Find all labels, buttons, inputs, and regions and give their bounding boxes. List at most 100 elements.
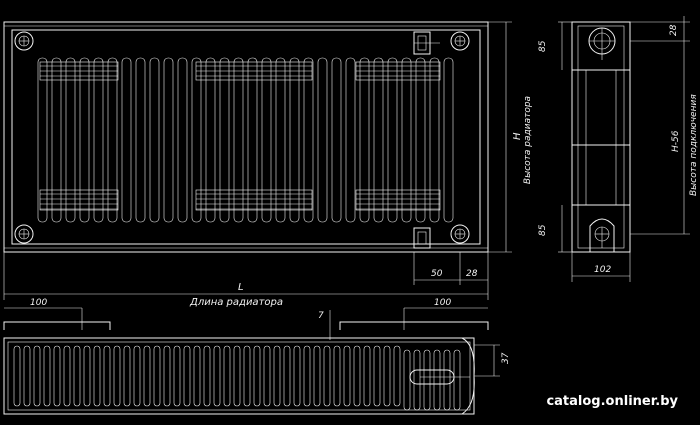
top-fin [423, 349, 431, 411]
front-view: H Высота радиатора 50 28 L [3, 21, 533, 300]
top-fin [213, 345, 221, 407]
side-outline [571, 21, 631, 253]
top-fin [393, 345, 401, 407]
top-connection [409, 337, 475, 415]
top-fin [433, 349, 441, 411]
fin [359, 57, 370, 223]
top-fins [13, 345, 461, 411]
fin [79, 57, 90, 223]
top-fin [93, 345, 101, 407]
top-bracket-left [3, 321, 111, 330]
top-fin [173, 345, 181, 407]
top-outline [3, 337, 475, 415]
top-fin [143, 345, 151, 407]
connection-label: H-56 [671, 130, 681, 152]
side-dim-label: 37 [501, 352, 511, 364]
side-top-dim: 85 [538, 40, 548, 52]
fin [37, 57, 48, 223]
top-fin [443, 349, 451, 411]
top-fin [223, 345, 231, 407]
plug-bottom-right [450, 224, 470, 244]
top-fin [383, 345, 391, 407]
fin [205, 57, 216, 223]
fin [261, 57, 272, 223]
top-fin [413, 349, 421, 411]
top-fin [333, 345, 341, 407]
top-fin [123, 345, 131, 407]
fin [317, 57, 328, 223]
fin [65, 57, 76, 223]
fin [219, 57, 230, 223]
fin [429, 57, 440, 223]
front-outline [3, 21, 489, 253]
fin [93, 57, 104, 223]
grille-block [195, 189, 313, 211]
fin [415, 57, 426, 223]
fin [331, 57, 342, 223]
fin [247, 57, 258, 223]
top-fin [343, 345, 351, 407]
fin [275, 57, 286, 223]
top-fin [193, 345, 201, 407]
fin [135, 57, 146, 223]
height-caption: Высота радиатора [523, 96, 533, 184]
grille-block [355, 189, 441, 211]
fin [289, 57, 300, 223]
top-fin [103, 345, 111, 407]
length-caption: Длина радиатора [189, 297, 283, 308]
top-fin [243, 345, 251, 407]
side-inner [577, 25, 625, 249]
side-top-right-dim: 28 [669, 24, 679, 36]
top-fin [13, 345, 21, 407]
fin [373, 57, 384, 223]
top-fin [403, 349, 411, 411]
depth-label: 102 [594, 265, 611, 275]
top-fin [373, 345, 381, 407]
plug-top-left [14, 31, 34, 51]
top-fin [453, 349, 461, 411]
top-fin [353, 345, 361, 407]
valve-top [413, 31, 440, 55]
height-label: H [512, 132, 523, 140]
front-fins [37, 57, 454, 223]
top-right-offset: 100 [434, 298, 451, 308]
fin [51, 57, 62, 223]
top-fin [303, 345, 311, 407]
offset-right-label: 50 [431, 269, 443, 279]
top-bracket-right [339, 321, 489, 330]
top-fin [153, 345, 161, 407]
top-view: 100 100 Длина радиатора 7 37 [3, 297, 511, 415]
top-fin [313, 345, 321, 407]
top-fin [133, 345, 141, 407]
length-label: L [238, 282, 244, 293]
connection-caption: Высота подключения [689, 94, 699, 196]
fin [233, 57, 244, 223]
fin [387, 57, 398, 223]
top-fin [253, 345, 261, 407]
top-fin [293, 345, 301, 407]
fin [121, 57, 132, 223]
side-bottom-connector [589, 218, 615, 252]
plug-bottom-left [14, 224, 34, 244]
top-fin [183, 345, 191, 407]
side-view: 85 85 28 H-56 Высота подключения 102 [538, 16, 699, 282]
top-fin [83, 345, 91, 407]
top-fin [273, 345, 281, 407]
top-fin [323, 345, 331, 407]
top-fin [113, 345, 121, 407]
offset-right2-label: 28 [466, 269, 478, 279]
top-fin [363, 345, 371, 407]
fin [107, 57, 118, 223]
side-bottom-dim: 85 [538, 224, 548, 236]
top-fin [63, 345, 71, 407]
fin [163, 57, 174, 223]
fin [303, 57, 314, 223]
top-fin [203, 345, 211, 407]
top-fin [263, 345, 271, 407]
valve-bottom [413, 227, 431, 249]
front-grilles [39, 61, 441, 211]
fin [345, 57, 356, 223]
watermark: catalog.onliner.by [546, 394, 678, 409]
top-fin [53, 345, 61, 407]
fin [149, 57, 160, 223]
